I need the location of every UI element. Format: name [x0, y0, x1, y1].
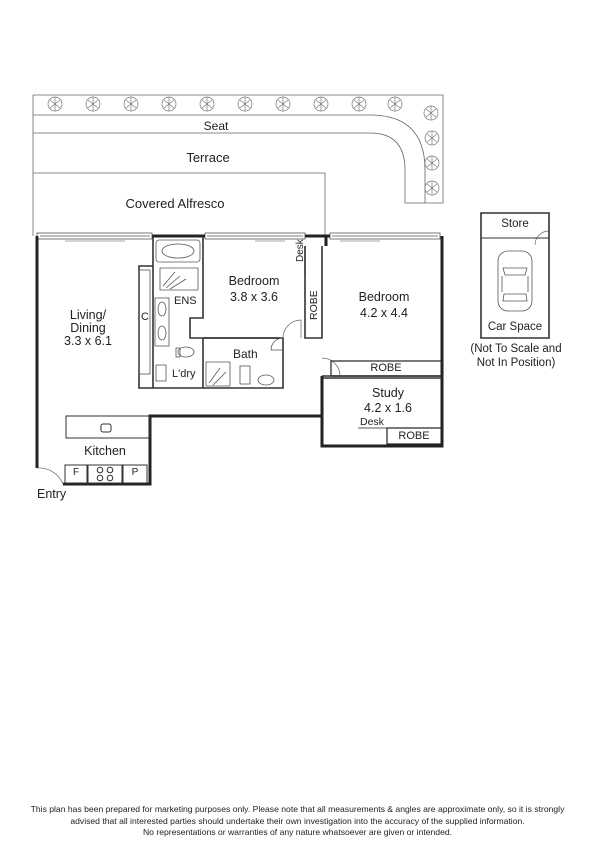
bath-fixtures: [205, 337, 284, 387]
tree-icon: [123, 96, 139, 112]
fridge-box: [64, 464, 88, 484]
cupboard-label: C: [141, 311, 149, 323]
desk1-label: Desk: [295, 239, 306, 262]
bedroom1-dims: 3.8 x 3.6: [230, 290, 278, 304]
tree-icon: [424, 180, 440, 196]
kitchen-sink: [100, 423, 112, 433]
disclaimer-line-2: advised that all interested parties shou…: [70, 815, 525, 826]
kitchen-bottom-wall: [63, 414, 322, 486]
robe1-label: ROBE: [308, 290, 320, 320]
entry-label: Entry: [37, 487, 67, 501]
bath-shower-icon: [205, 361, 231, 387]
tree-icon: [199, 96, 215, 112]
entry-door: [36, 467, 64, 485]
seat-outline: [33, 94, 444, 204]
cupboard: [138, 269, 151, 375]
tree-icon: [85, 96, 101, 112]
living-dims: 3.3 x 6.1: [64, 334, 112, 348]
bath-toilet: [257, 374, 275, 386]
bath-label: Bath: [233, 347, 258, 361]
not-in-position-note: Not In Position): [476, 357, 556, 369]
disclaimer-line-3: No representations or warranties of any …: [142, 827, 453, 837]
car-space: [480, 212, 550, 339]
tree-icon: [423, 105, 439, 121]
store-door: [534, 230, 550, 246]
bedroom2-dims: 4.2 x 4.4: [360, 306, 408, 320]
bath-vanity: [239, 365, 251, 385]
laundry-label: L'dry: [172, 368, 196, 380]
ens-label: ENS: [174, 295, 197, 307]
car-space-label: Car Space: [487, 321, 543, 333]
store-label: Store: [501, 218, 529, 230]
right-lower-wall: [320, 236, 444, 448]
tree-icon: [237, 96, 253, 112]
ens-wall: [138, 236, 154, 389]
disclaimer: This plan has been prepared for marketin…: [0, 804, 595, 839]
disclaimer-line-1: This plan has been prepared for marketin…: [30, 804, 565, 814]
tree-icon: [387, 96, 403, 112]
tree-icon: [313, 96, 329, 112]
tree-icon: [275, 96, 291, 112]
shower-icon: [159, 267, 199, 291]
terrace-label: Terrace: [186, 150, 230, 165]
tree-icon: [351, 96, 367, 112]
sliding-doors: [36, 232, 441, 242]
kitchen-label: Kitchen: [84, 444, 126, 458]
robe2-box: [330, 360, 443, 377]
car-icon: [497, 250, 533, 312]
desk2-label: Desk: [360, 416, 384, 428]
outdoor-area: [32, 94, 444, 236]
tree-icon: [47, 96, 63, 112]
ens-bedroom-wall: [189, 236, 204, 388]
bath-door-swing: [270, 337, 284, 351]
robe1-wall: [304, 246, 323, 339]
study-dims: 4.2 x 1.6: [364, 401, 412, 415]
tree-icon: [161, 96, 177, 112]
seat-label: Seat: [203, 119, 229, 133]
pantry-label: P: [131, 467, 139, 478]
living-label: Living/: [69, 308, 107, 322]
walls: [35, 234, 444, 486]
seat-curve: [369, 114, 426, 203]
covered-alfresco-label: Covered Alfresco: [125, 196, 225, 211]
bedroom2-door: [321, 357, 341, 377]
bedroom2-label: Bedroom: [358, 290, 410, 304]
robe3-box: [386, 427, 443, 445]
tree-icon: [424, 130, 440, 146]
laundry-sink: [155, 364, 167, 382]
island-bench: [65, 415, 151, 439]
toilet: [177, 346, 195, 358]
vanity: [154, 297, 170, 347]
study-label: Study: [372, 386, 404, 400]
fridge-label: F: [72, 467, 80, 478]
not-to-scale-note: (Not To Scale and: [470, 343, 562, 355]
robe3-label: ROBE: [398, 430, 430, 442]
tree-icon: [424, 155, 440, 171]
pantry-box: [122, 464, 148, 484]
bathtub: [155, 239, 201, 263]
trees: [47, 96, 440, 196]
robe2-label: ROBE: [370, 362, 402, 374]
kitchen-fixtures: [64, 415, 151, 484]
robes: [304, 246, 443, 445]
living-label-2: Dining: [70, 321, 106, 335]
bedroom1-label: Bedroom: [228, 274, 280, 288]
bedroom1-door: [282, 319, 302, 339]
ensuite-fixtures: [138, 239, 201, 382]
door-swings: [36, 230, 550, 485]
cooktop: [87, 464, 123, 484]
